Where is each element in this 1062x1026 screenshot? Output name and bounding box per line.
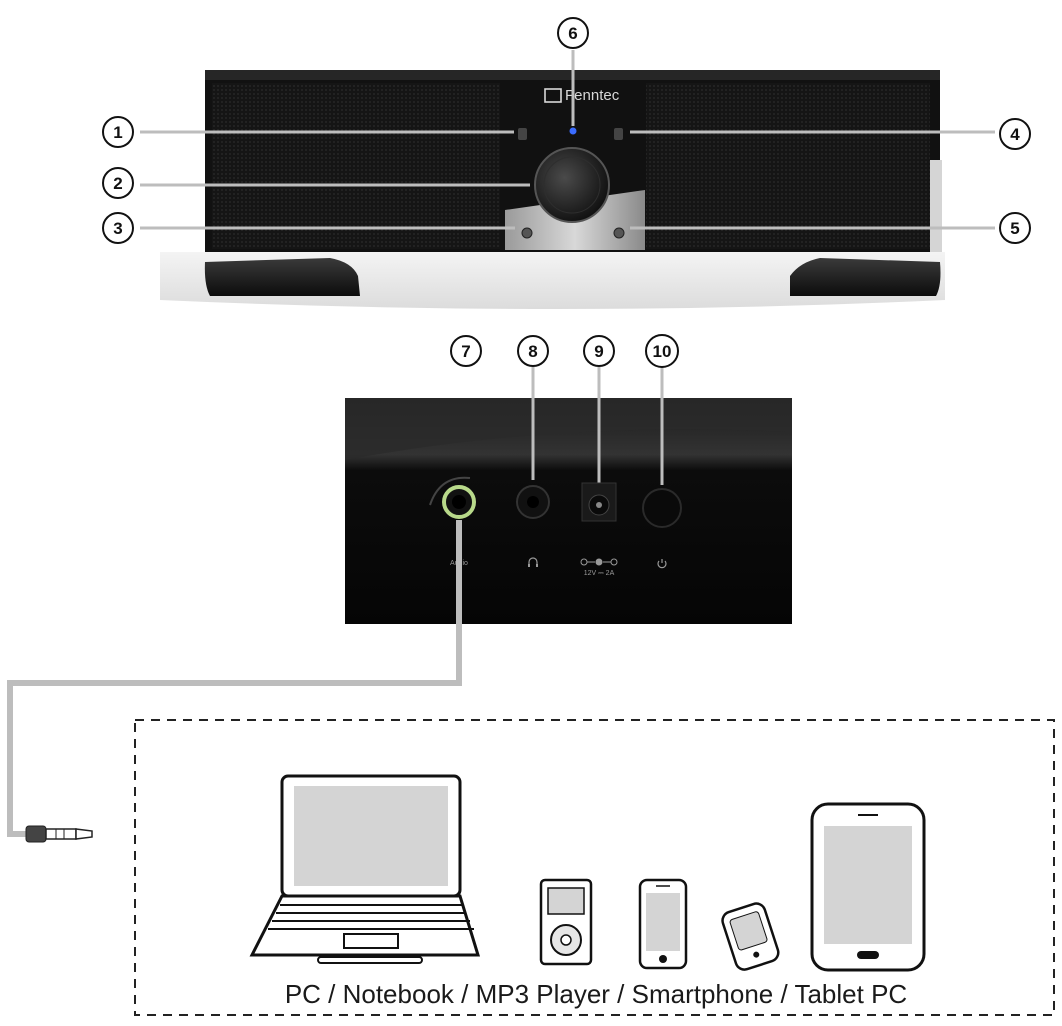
left-stand — [204, 258, 360, 296]
dc-power-input — [581, 482, 617, 522]
speaker-front-view: Fenntec — [160, 70, 945, 309]
power-switch — [642, 488, 682, 528]
svg-text:9: 9 — [594, 342, 603, 361]
power-rating-label: 12V ⎓ 2A — [584, 570, 615, 577]
mode-button-left — [518, 128, 527, 140]
svg-text:7: 7 — [461, 342, 470, 361]
right-grille — [646, 83, 930, 249]
callout-8: 8 — [517, 335, 549, 367]
mode-button-right — [614, 128, 623, 140]
svg-text:1: 1 — [113, 123, 122, 142]
power-led — [569, 127, 577, 135]
callout-3: 3 — [102, 212, 134, 244]
brand-logo: Fenntec — [544, 87, 620, 104]
devices-caption: PC / Notebook / MP3 Player / Smartphone … — [285, 979, 907, 1009]
dc-polarity-icon — [580, 558, 618, 566]
headphone-icon — [528, 557, 538, 567]
svg-text:Fenntec: Fenntec — [565, 87, 620, 104]
callout-6: 6 — [557, 17, 589, 49]
lower-button-left — [521, 227, 533, 239]
svg-text:5: 5 — [1010, 219, 1019, 238]
svg-text:10: 10 — [653, 342, 672, 361]
callout-1: 1 — [102, 116, 134, 148]
headphone-jack — [516, 485, 550, 519]
pda-icon — [721, 902, 780, 971]
svg-text:3: 3 — [113, 219, 122, 238]
smartphone-icon — [638, 878, 688, 970]
right-stand — [790, 258, 941, 296]
callout-10: 10 — [645, 334, 679, 368]
callout-lines-rear — [531, 367, 664, 485]
speaker-rear-view — [345, 398, 792, 624]
svg-text:8: 8 — [528, 342, 537, 361]
audio-cable — [7, 520, 462, 837]
callout-4: 4 — [999, 118, 1031, 150]
svg-text:4: 4 — [1010, 125, 1020, 144]
lower-button-right — [613, 227, 625, 239]
svg-text:6: 6 — [568, 24, 577, 43]
left-grille — [212, 83, 500, 249]
laptop-icon — [249, 774, 481, 964]
callout-5: 5 — [999, 212, 1031, 244]
callout-9: 9 — [583, 335, 615, 367]
callout-7: 7 — [450, 335, 482, 367]
tablet-icon — [810, 802, 926, 972]
mp3-player-icon — [539, 878, 593, 966]
volume-knob — [534, 147, 610, 223]
callout-2: 2 — [102, 167, 134, 199]
svg-text:2: 2 — [113, 174, 122, 193]
callout-lines-front — [140, 50, 995, 230]
power-icon — [657, 559, 667, 569]
source-devices-box — [134, 719, 1055, 1016]
audio-plug — [25, 825, 93, 843]
